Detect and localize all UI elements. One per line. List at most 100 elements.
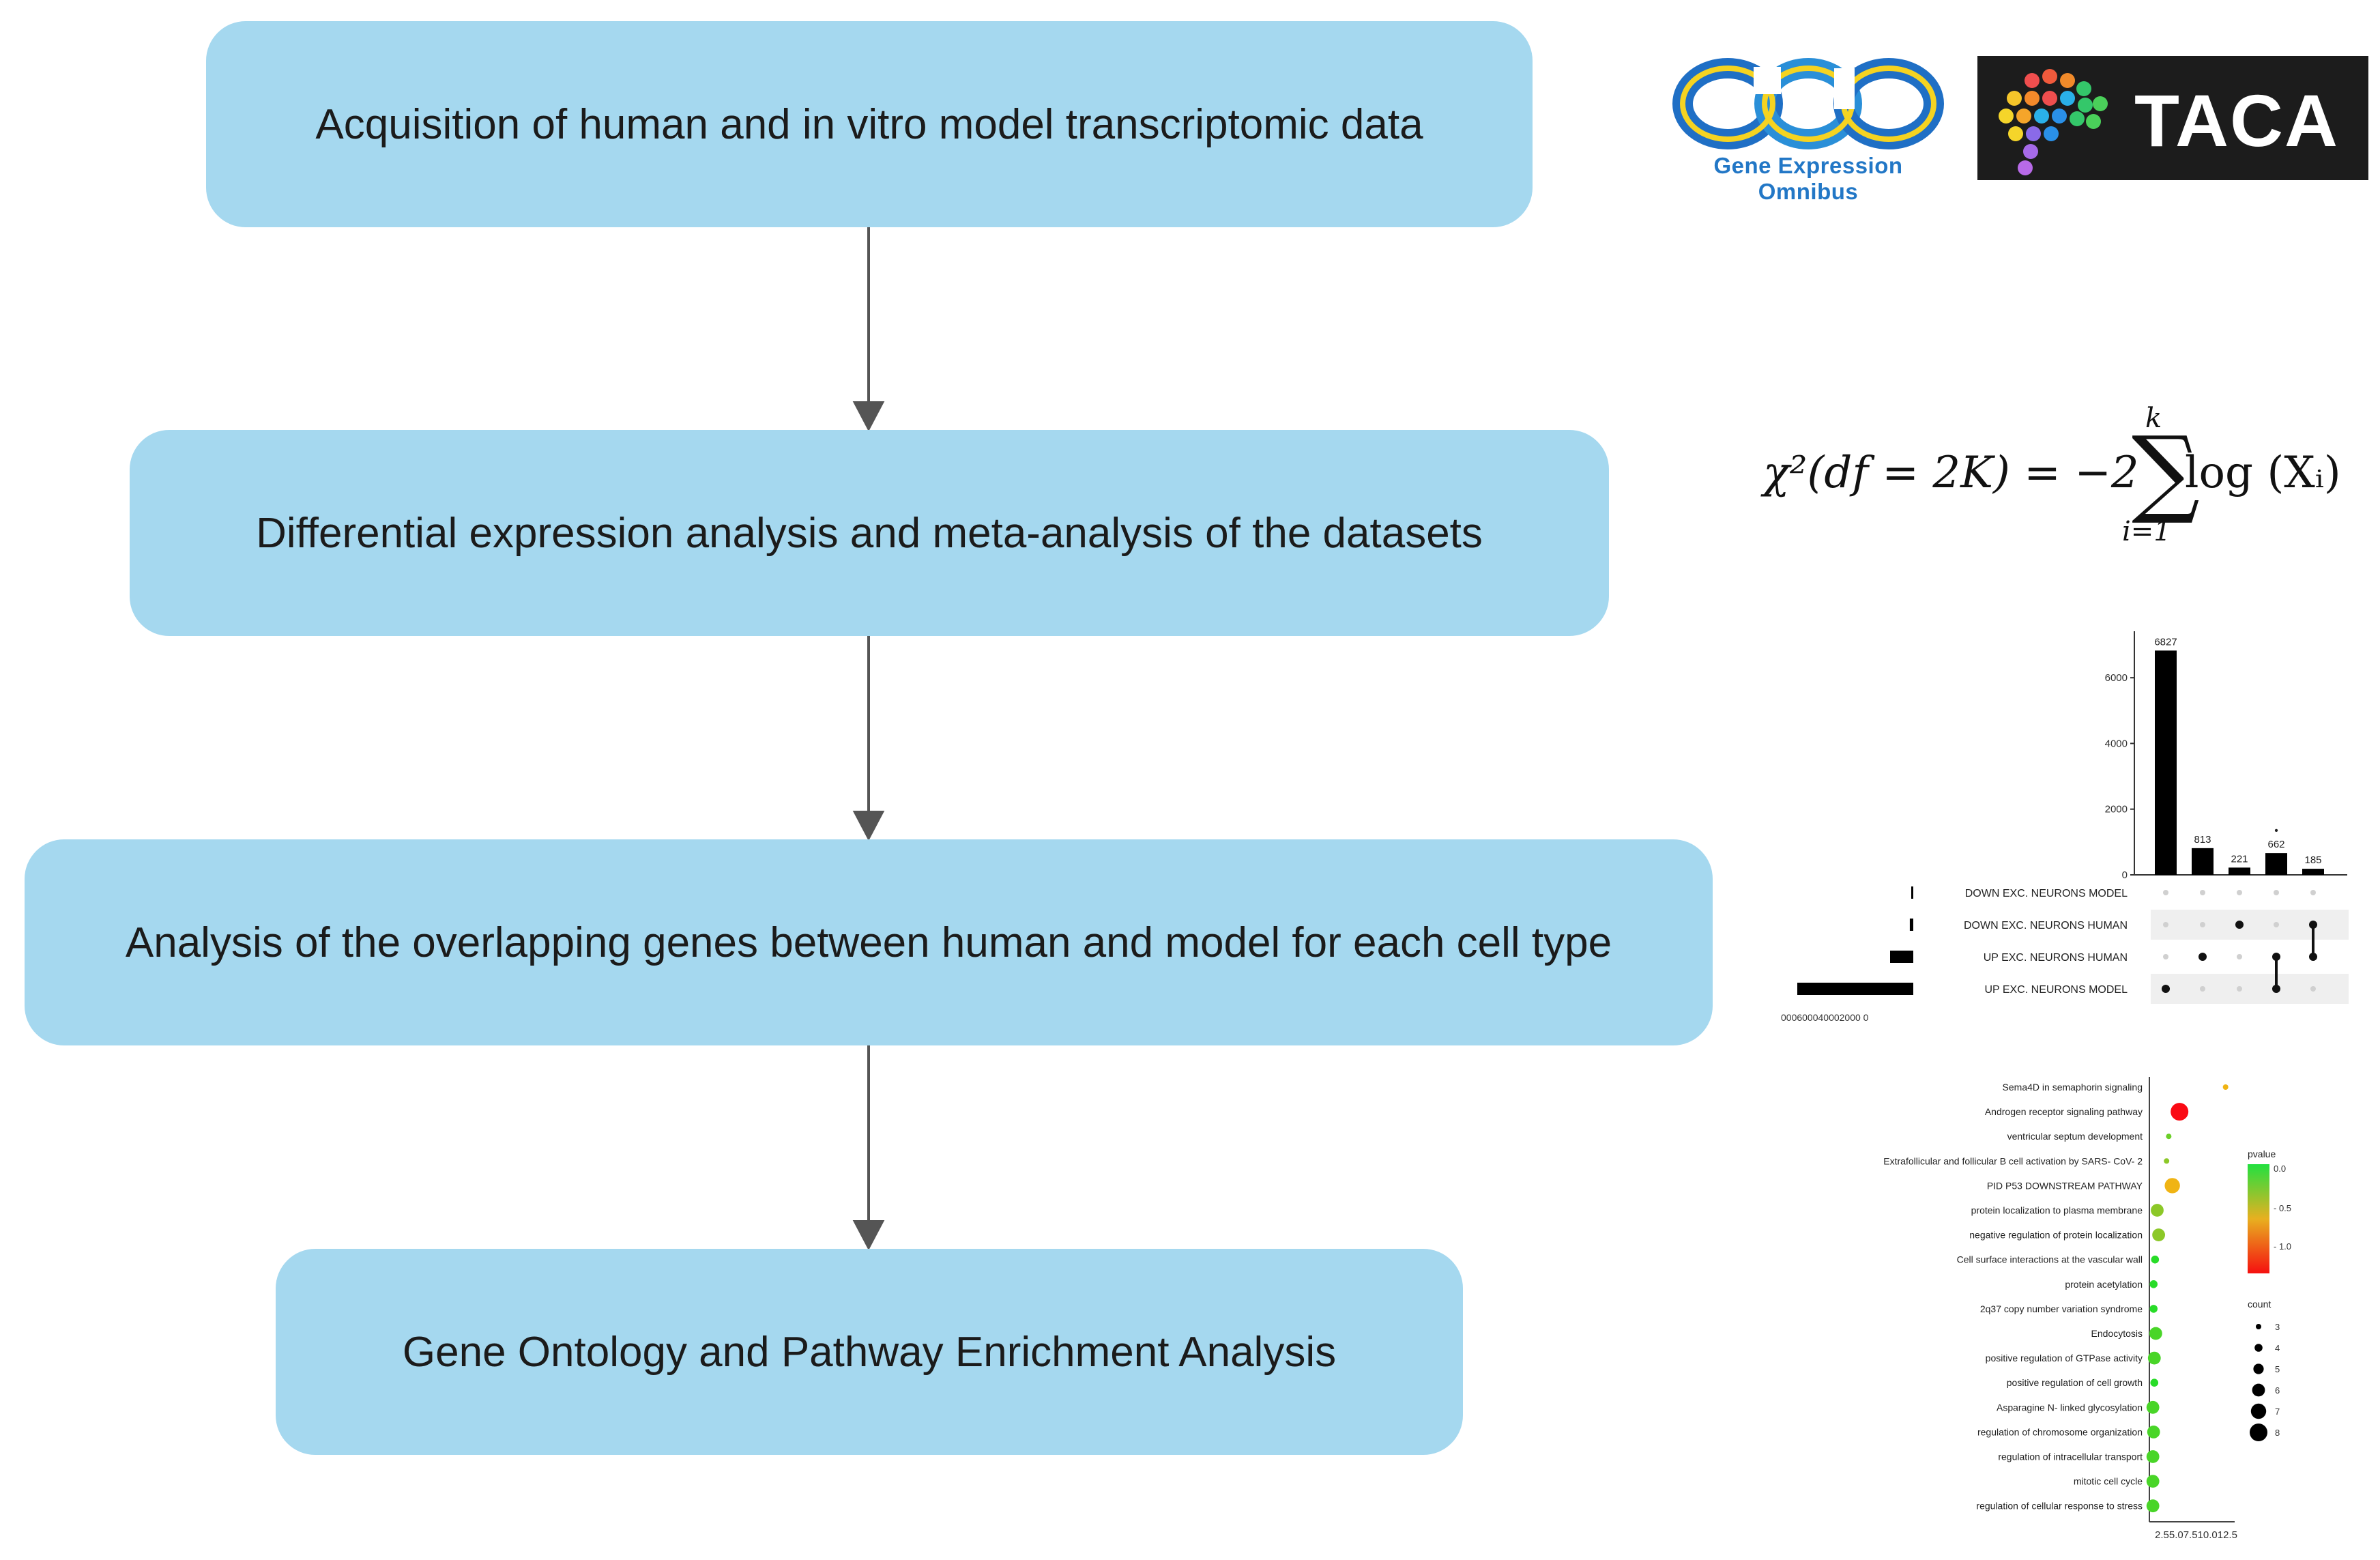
upset-dot-inactive	[2274, 890, 2279, 895]
upset-set-label: DOWN EXC. NEURONS MODEL	[1965, 888, 2128, 899]
dotplot-point	[2164, 1178, 2180, 1194]
geo-logo: Gene Expression Omnibus	[1665, 53, 1951, 204]
dotplot-size-key-label: 3	[2275, 1322, 2280, 1332]
upset-dot-inactive	[2310, 986, 2316, 992]
dotplot-point	[2146, 1400, 2160, 1414]
step-label-4: Gene Ontology and Pathway Enrichment Ana…	[402, 1328, 1337, 1376]
dotplot-point	[2146, 1499, 2160, 1513]
upset-dot-active	[2198, 953, 2207, 961]
taca-dots-icon	[1999, 69, 2108, 175]
dotplot-color-tick: - 0.5	[2274, 1203, 2291, 1213]
upset-bar-label: 185	[2304, 854, 2321, 866]
dotplot-point	[2166, 1133, 2172, 1140]
upset-dot-inactive	[2163, 922, 2168, 927]
dotplot-term-label: mitotic cell cycle	[2074, 1476, 2143, 1487]
upset-set-size-axis-label: 000600040002000 0	[1781, 1012, 1869, 1023]
dotplot-color-legend-title: pvalue	[2248, 1149, 2276, 1159]
upset-bar	[2229, 867, 2250, 875]
upset-set-size-bar	[1890, 951, 1913, 963]
dotplot-color-bar	[2248, 1164, 2269, 1273]
dotplot-point	[2171, 1103, 2189, 1121]
dotplot-point	[2164, 1158, 2170, 1164]
dotplot-term-label: protein acetylation	[2065, 1279, 2143, 1290]
dotplot-term-label: Cell surface interactions at the vascula…	[1957, 1254, 2143, 1265]
arrowhead-1-2	[852, 401, 885, 432]
dotplot-color-tick: - 1.0	[2274, 1241, 2291, 1252]
upset-bar	[2192, 848, 2214, 875]
upset-bar-label: 813	[2194, 834, 2211, 846]
dotplot-size-key-label: 4	[2275, 1343, 2280, 1353]
upset-dot-active	[2162, 985, 2170, 993]
taca-wordmark: TACA	[2134, 79, 2339, 162]
upset-dot-inactive	[2200, 890, 2205, 895]
upset-bar	[2265, 853, 2287, 875]
upset-dot-inactive	[2274, 922, 2279, 927]
taca-logo: TACA	[1977, 56, 2368, 180]
upset-dot-inactive	[2310, 890, 2316, 895]
dotplot-color-tick: 0.0	[2274, 1164, 2286, 1174]
dotplot-term-label: Endocytosis	[2091, 1328, 2143, 1339]
dotplot-size-key-dot	[2250, 1403, 2267, 1419]
dotplot-size-legend-title: count	[2248, 1299, 2271, 1310]
dotplot-term-label: Extrafollicular and follicular B cell ac…	[1883, 1155, 2143, 1166]
formula-lhs: χ²(df = 2K) = −2	[1763, 448, 2139, 498]
dotplot-point	[2146, 1450, 2160, 1463]
upset-bar	[2302, 869, 2324, 875]
geo-subtitle: Gene Expression Omnibus	[1713, 153, 1903, 204]
arrowhead-3-4	[852, 1220, 885, 1251]
dotplot-size-key-dot	[2253, 1363, 2264, 1374]
upset-bar-label: 6827	[2154, 636, 2177, 648]
upset-set-size-bar	[1909, 919, 1913, 931]
step-box-2: Differential expression analysis and met…	[130, 430, 1609, 636]
dotplot-point	[2149, 1280, 2158, 1288]
upset-set-label: DOWN EXC. NEURONS HUMAN	[1964, 920, 2128, 931]
upset-bar-label: 221	[2231, 853, 2248, 865]
sigma-symbol: ∑	[2132, 416, 2200, 528]
upset-set-size-bar	[1797, 983, 1913, 995]
geo-mark-icon	[1672, 58, 1944, 149]
upset-y-tick-label: 4000	[2105, 738, 2128, 749]
dotplot-size-key-label: 8	[2275, 1428, 2280, 1438]
upset-dot-inactive	[2237, 890, 2242, 895]
dotplot-term-label: positive regulation of GTPase activity	[1986, 1353, 2143, 1363]
formula-sum-lower: i=1	[2122, 516, 2171, 547]
upset-dot-inactive	[2237, 954, 2242, 959]
formula-sum-upper: k	[2145, 403, 2162, 434]
dotplot-term-label: Sema4D in semaphorin signaling	[2003, 1082, 2143, 1093]
upset-y-tick-label: 6000	[2105, 672, 2128, 684]
dotplot-size-key-label: 5	[2275, 1364, 2280, 1374]
dotplot-size-key-dot	[2250, 1424, 2267, 1441]
step-label-3: Analysis of the overlapping genes betwee…	[125, 919, 1612, 966]
dotplot-term-label: negative regulation of protein localizat…	[1969, 1230, 2143, 1241]
dotplot-point	[2152, 1228, 2166, 1241]
dotplot-term-label: protein localization to plasma membrane	[1971, 1205, 2143, 1216]
upset-set-label: UP EXC. NEURONS MODEL	[1984, 984, 2128, 996]
dotplot-point	[2151, 1255, 2160, 1264]
dotplot-point	[2150, 1378, 2159, 1387]
dotplot-x-tick-labels: 2.55.07.510.012.5	[2155, 1529, 2237, 1541]
dotplot-term-label: regulation of cellular response to stres…	[1976, 1501, 2143, 1512]
dotplot-term-label: regulation of intracellular transport	[1998, 1451, 2143, 1462]
upset-dot-inactive	[2237, 986, 2242, 992]
dotplot-size-key-label: 6	[2275, 1385, 2280, 1396]
step-box-1: Acquisition of human and in vitro model …	[206, 21, 1533, 227]
upset-set-label: UP EXC. NEURONS HUMAN	[1984, 952, 2128, 964]
dotplot-size-key-dot	[2254, 1344, 2263, 1352]
dotplot-point	[2146, 1475, 2160, 1488]
dotplot-point	[2147, 1426, 2160, 1439]
arrowhead-2-3	[852, 811, 885, 841]
step-box-4: Gene Ontology and Pathway Enrichment Ana…	[276, 1249, 1463, 1455]
upset-bar	[2155, 650, 2177, 875]
step-label-1: Acquisition of human and in vitro model …	[315, 100, 1423, 148]
upset-y-tick-label: 0	[2122, 869, 2128, 881]
step-label-2: Differential expression analysis and met…	[256, 509, 1483, 557]
upset-dot-inactive	[2200, 986, 2205, 992]
step-box-3: Analysis of the overlapping genes betwee…	[25, 839, 1713, 1045]
dotplot-point	[2149, 1305, 2158, 1313]
upset-dot-inactive	[2200, 922, 2205, 927]
dotplot-size-key-label: 7	[2275, 1406, 2280, 1417]
upset-set-size-bar	[1911, 886, 1913, 899]
formula-rhs: log (Xᵢ)	[2185, 448, 2341, 498]
